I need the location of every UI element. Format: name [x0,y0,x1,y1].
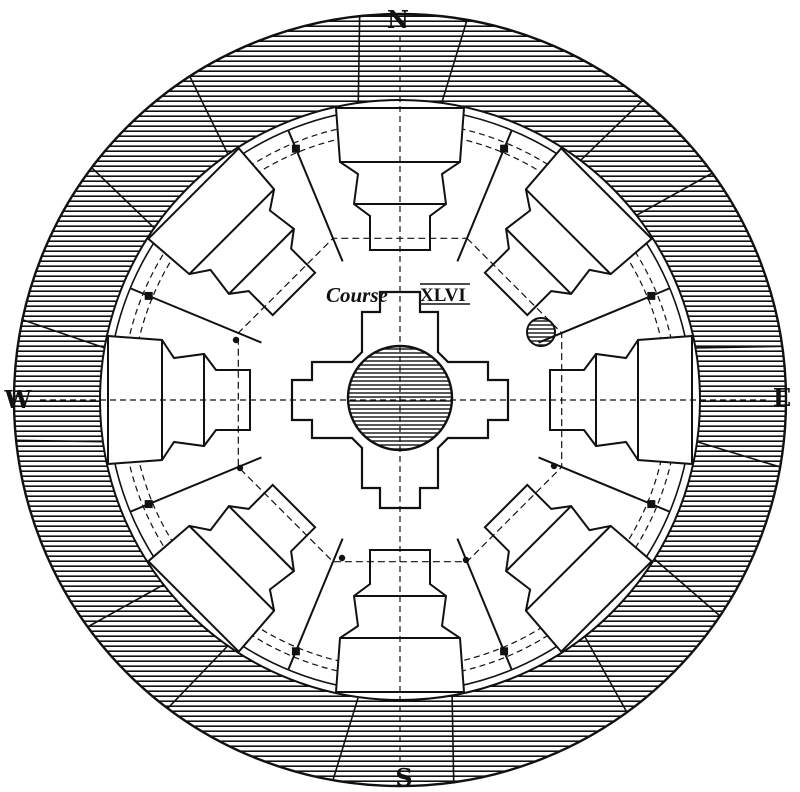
square-bolt-hole-4 [500,647,509,656]
course-label: Course XLVI [326,283,470,307]
round-bolt-hole-4 [550,462,558,470]
ring-joint-line-13 [22,318,105,349]
round-bolt-hole-0 [232,336,240,344]
round-bolt-hole-2 [338,554,346,562]
square-bolt-hole-5 [291,647,300,656]
ring-joint-line-5 [696,440,781,468]
ring-joint-line-11 [87,583,164,628]
ring-joint-line-7 [583,636,628,713]
inner-dashed-outline [237,237,563,563]
ring-joint-line-3 [636,172,713,217]
stone-shoulder-sw [228,505,295,572]
stone-shoulder-ne [505,228,572,295]
round-bolt-hole-3 [462,556,470,564]
square-bolt-hole-7 [144,291,153,300]
square-bolt-hole-6 [144,500,153,509]
outer-boundary-circle [12,12,788,788]
square-bolt-hole-2 [647,291,656,300]
ring-joint-line-10 [167,645,229,709]
round-bolt-hole-1 [236,464,244,472]
ring-joint-line-15 [189,75,229,155]
compass-west-label: W [4,385,33,414]
stone-waist-ne [525,188,612,275]
course-numeral: XLVI [420,285,466,306]
stone-waist-nw [188,188,275,275]
lower-course-outline [237,237,563,563]
axis-lines [40,36,770,764]
ring-joint-line-1 [440,19,468,104]
ring-joint-line-4 [695,345,783,349]
ring-joint-line-9 [332,696,360,781]
stone-shoulder-nw [228,228,295,295]
dovetail-stone-w [107,334,251,466]
compass-east-label: E [773,383,791,412]
ring-joint-line-8 [451,695,455,783]
stone-waist-sw [188,525,275,612]
dovetail-block-layer [107,107,693,693]
course-word: Course [326,283,388,307]
stone-waist-se [525,525,612,612]
ring-joint-line-12 [16,439,103,443]
stone-shoulder-se [505,505,572,572]
ring-joint-line-14 [91,167,155,229]
square-bolt-hole-0 [291,144,300,153]
square-bolt-hole-3 [647,500,656,509]
ring-joint-line-2 [579,99,644,161]
ring-joint-lines [16,16,783,783]
ring-joint-line-6 [653,558,721,617]
compass-north-label: N [387,5,409,34]
secondary-well-mark [526,317,556,347]
compass-south-label: S [395,763,412,792]
ring-joint-line-0 [357,16,361,103]
square-bolt-hole-1 [500,144,509,153]
bolt-hole-marks [144,144,656,656]
